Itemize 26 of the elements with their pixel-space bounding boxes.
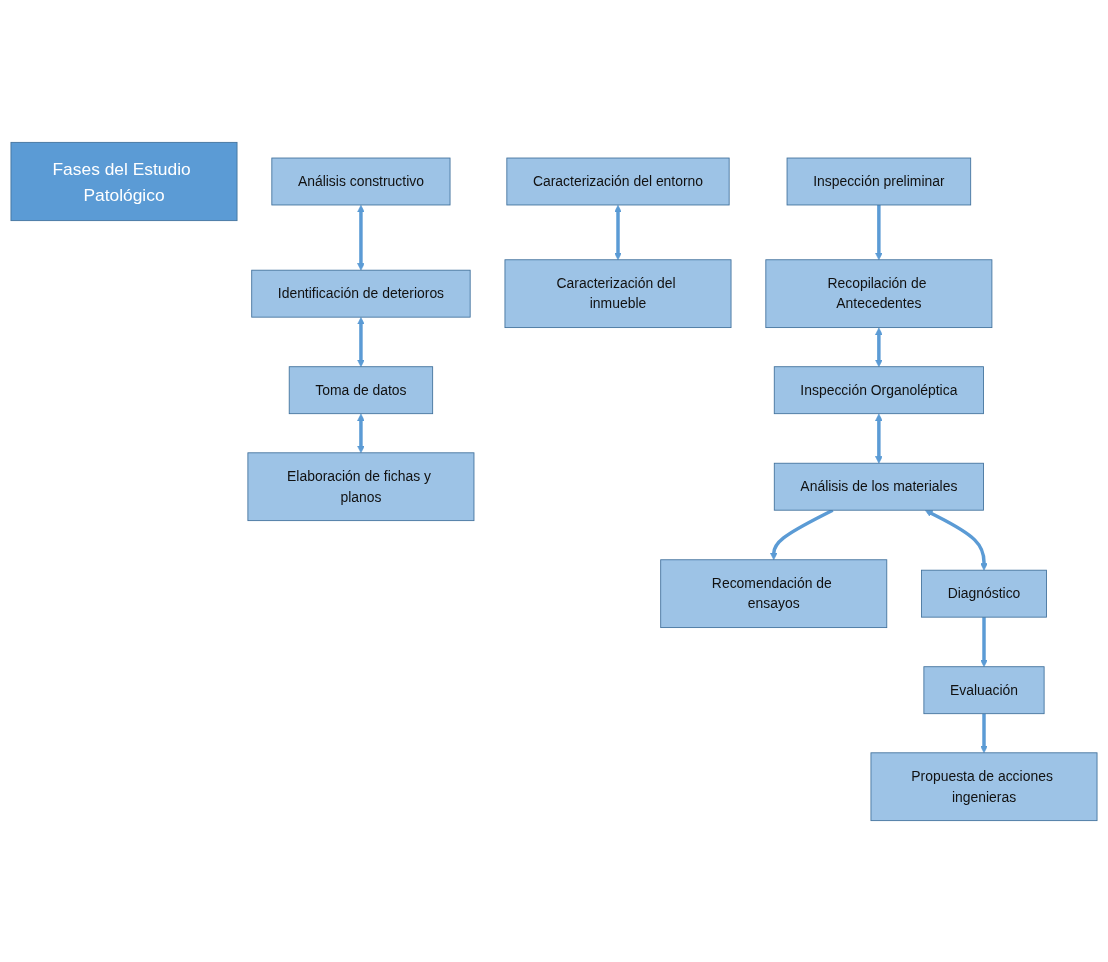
node-box: Caracterización del entorno bbox=[506, 157, 730, 205]
node-box: Recopilación de Antecedentes bbox=[765, 258, 993, 328]
arrow bbox=[980, 616, 988, 667]
arrow bbox=[769, 508, 834, 560]
arrow bbox=[614, 204, 622, 260]
node-box: Evaluación bbox=[923, 665, 1045, 714]
node-box: Inspección Organoléptica bbox=[773, 365, 984, 414]
node-box: Identificación de deterioros bbox=[251, 269, 471, 318]
node-box: Análisis de los materiales bbox=[773, 462, 984, 511]
node-box: Análisis constructivo bbox=[271, 157, 451, 205]
node-box: Propuesta de acciones ingenieras bbox=[870, 751, 1098, 821]
node-box: Toma de datos bbox=[288, 365, 434, 414]
arrow bbox=[980, 713, 988, 753]
arrow bbox=[875, 413, 883, 464]
node-box: Inspección preliminar bbox=[786, 157, 972, 205]
node-box: Caracterización del inmueble bbox=[504, 258, 732, 328]
arrow bbox=[357, 204, 365, 271]
arrow bbox=[925, 509, 988, 571]
node-box: Elaboración de fichas y planos bbox=[247, 451, 475, 521]
arrow bbox=[357, 316, 365, 367]
arrow bbox=[875, 204, 883, 260]
node-box: Recomendación de ensayos bbox=[660, 558, 888, 628]
node-box: Fases del Estudio Patológico bbox=[10, 141, 238, 221]
arrow bbox=[357, 413, 365, 453]
arrow bbox=[875, 327, 883, 367]
node-box: Diagnóstico bbox=[921, 569, 1047, 618]
